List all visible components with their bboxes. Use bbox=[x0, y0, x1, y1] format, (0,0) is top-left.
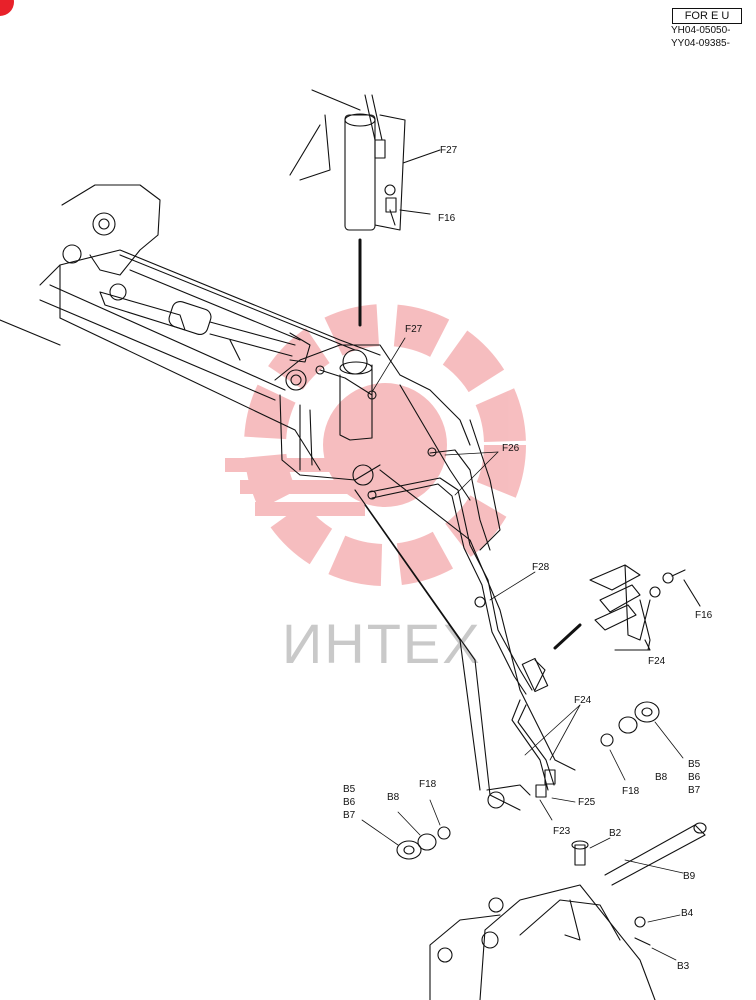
label-b6-left: B6 bbox=[343, 797, 356, 808]
label-f16-right: F16 bbox=[695, 610, 713, 621]
label-f18-left: F18 bbox=[419, 779, 437, 790]
label-b4: B4 bbox=[681, 908, 694, 919]
label-f27-top: F27 bbox=[440, 145, 458, 156]
label-f25: F25 bbox=[578, 797, 596, 808]
part-labels: F27 F16 F27 F26 F28 F16 F24 F24 B5 B6 B7… bbox=[343, 145, 713, 972]
label-f24-mid: F24 bbox=[574, 695, 592, 706]
boom-cylinder bbox=[99, 283, 311, 363]
bucket bbox=[429, 884, 656, 1000]
label-b5-left: B5 bbox=[343, 784, 356, 795]
detail-view-top bbox=[289, 89, 441, 231]
corner-mark bbox=[0, 0, 14, 16]
label-b7-right: B7 bbox=[688, 785, 701, 796]
hydraulic-lines bbox=[315, 365, 556, 798]
leader-lines bbox=[358, 238, 684, 961]
label-f16-top: F16 bbox=[438, 213, 456, 224]
label-b6-right: B6 bbox=[688, 772, 701, 783]
arm bbox=[354, 384, 576, 811]
boom bbox=[0, 184, 381, 471]
serial-code-2: YY04-09385- bbox=[671, 38, 730, 49]
label-b5-right: B5 bbox=[688, 759, 701, 770]
label-b3: B3 bbox=[677, 961, 690, 972]
watermark-text: ИНТЕХ bbox=[282, 612, 482, 675]
label-f28: F28 bbox=[532, 562, 550, 573]
label-f27-mid: F27 bbox=[405, 324, 423, 335]
arm-joint bbox=[274, 344, 471, 486]
detail-view-right bbox=[553, 564, 701, 651]
label-f18-right: F18 bbox=[622, 786, 640, 797]
pin-washers bbox=[396, 701, 707, 946]
label-b8-left: B8 bbox=[387, 792, 400, 803]
label-b8-right: B8 bbox=[655, 772, 668, 783]
label-b2: B2 bbox=[609, 828, 622, 839]
region-box: FOR E U bbox=[672, 8, 742, 24]
label-b7-left: B7 bbox=[343, 810, 356, 821]
label-f23: F23 bbox=[553, 826, 571, 837]
serial-code-1: YH04-05050- bbox=[671, 25, 731, 36]
watermark-logo bbox=[225, 304, 526, 586]
label-f24-right: F24 bbox=[648, 656, 666, 667]
label-b9: B9 bbox=[683, 871, 696, 882]
label-f26: F26 bbox=[502, 443, 520, 454]
